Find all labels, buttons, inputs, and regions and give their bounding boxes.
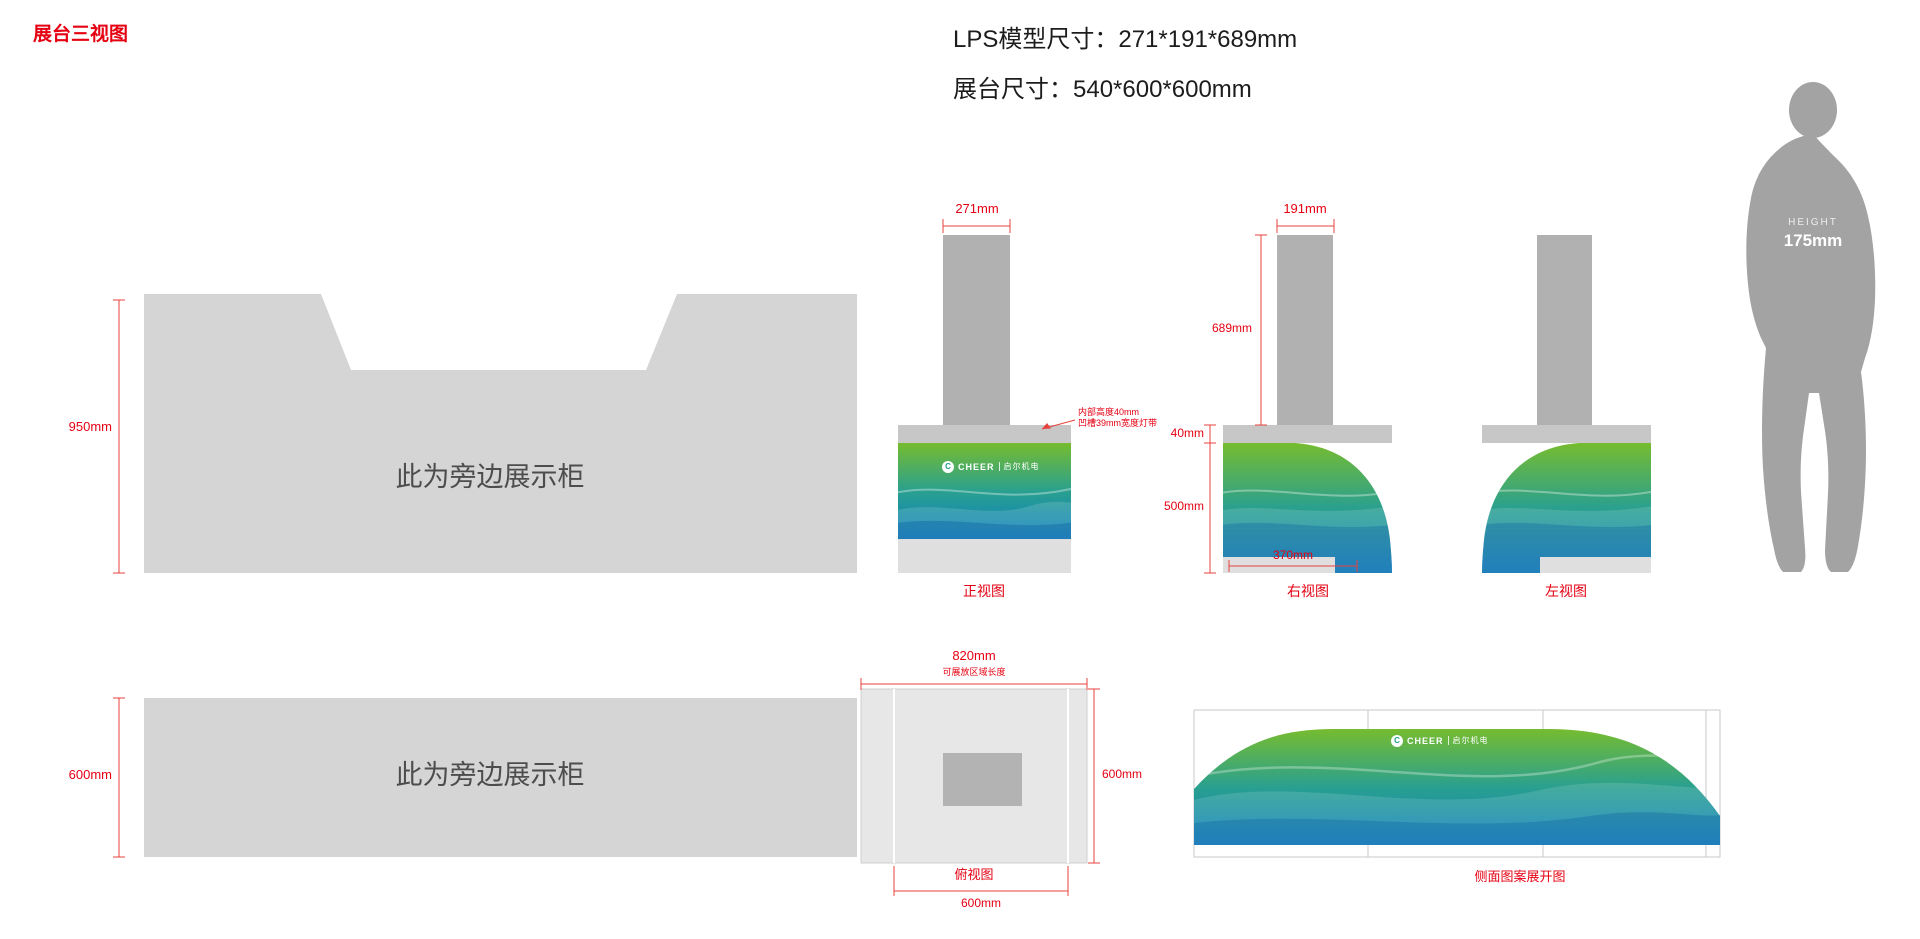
side-pattern-label: 侧面图案展开图 [1474, 869, 1566, 884]
cheer-logo-name: 启尔机电 [1003, 462, 1040, 471]
human-silhouette [1746, 82, 1876, 572]
right-base-graphic [1223, 443, 1392, 573]
side-cabinet-top-shape [144, 294, 857, 573]
dim-191mm: 191mm [1283, 201, 1327, 216]
right-base-top-strip [1223, 425, 1392, 443]
left-base-top-strip [1482, 425, 1651, 443]
page-title: 展台三视图 [33, 24, 129, 45]
front-base-plinth [898, 539, 1071, 573]
left-base-plinth [1540, 557, 1651, 573]
side-pattern-shape [1193, 709, 1721, 858]
spec-model-size: LPS模型尺寸：271*191*689mm [953, 26, 1298, 53]
cheer-logo-divider [1447, 736, 1449, 745]
front-view-shape [898, 235, 1071, 573]
front-note-line2: 凹槽39mm宽度灯带 [1078, 418, 1158, 428]
cheer-logo-front: C CHEER 启尔机电 [942, 460, 1040, 473]
front-view-label: 正视图 [963, 583, 1005, 599]
front-note-line1: 内部高度40mm [1078, 407, 1140, 417]
dim-500mm: 500mm [1163, 499, 1204, 513]
dim-820mm: 820mm [952, 648, 996, 663]
cheer-logo-divider [998, 462, 1000, 471]
cheer-logo-icon: C [1391, 734, 1403, 747]
figure-height-label: HEIGHT [1788, 217, 1838, 228]
spec-stand-size: 展台尺寸：540*600*600mm [953, 76, 1252, 103]
left-base-graphic [1482, 443, 1651, 573]
cheer-logo-brand: CHEER [958, 461, 995, 472]
dim-820mm-note: 可展放区域长度 [942, 667, 1006, 677]
side-cabinet-bottom-shape [144, 698, 857, 857]
left-column [1537, 235, 1592, 425]
side-cabinet-bottom-label: 此为旁边展示柜 [395, 760, 585, 790]
top-view-column-footprint [943, 753, 1022, 806]
dim-600mm-right: 600mm [1102, 767, 1143, 781]
right-column [1277, 235, 1333, 425]
figure-height-value: 175mm [1783, 231, 1843, 250]
left-view-label: 左视图 [1545, 583, 1587, 599]
front-base-waves [898, 487, 1071, 539]
dimension-lines [113, 219, 1358, 896]
dim-370mm: 370mm [1272, 548, 1313, 562]
top-view-shape [860, 688, 1088, 864]
dim-271mm: 271mm [955, 201, 999, 216]
left-view-shape [1482, 235, 1651, 573]
cheer-logo-icon: C [942, 460, 954, 473]
dim-600mm-left: 600mm [68, 767, 112, 782]
right-view-label: 右视图 [1287, 583, 1329, 599]
front-base-top-strip [898, 425, 1071, 443]
right-base-plinth [1223, 557, 1335, 573]
top-view-label: 俯视图 [954, 867, 994, 882]
dim-950mm: 950mm [68, 419, 112, 434]
dim-600mm-bottom: 600mm [960, 896, 1001, 910]
cheer-logo-name: 启尔机电 [1452, 736, 1489, 745]
cheer-logo-brand: CHEER [1407, 735, 1444, 746]
front-base-graphic [898, 443, 1071, 539]
front-column [943, 235, 1010, 425]
side-cabinet-top-label: 此为旁边展示柜 [395, 462, 585, 492]
dim-40mm: 40mm [1170, 426, 1204, 440]
side-pattern-waves [1194, 754, 1720, 845]
dim-689mm: 689mm [1211, 321, 1252, 335]
side-pattern-graphic [1194, 729, 1720, 845]
right-view-shape [1223, 235, 1392, 573]
cheer-logo-side: C CHEER 启尔机电 [1391, 734, 1489, 747]
